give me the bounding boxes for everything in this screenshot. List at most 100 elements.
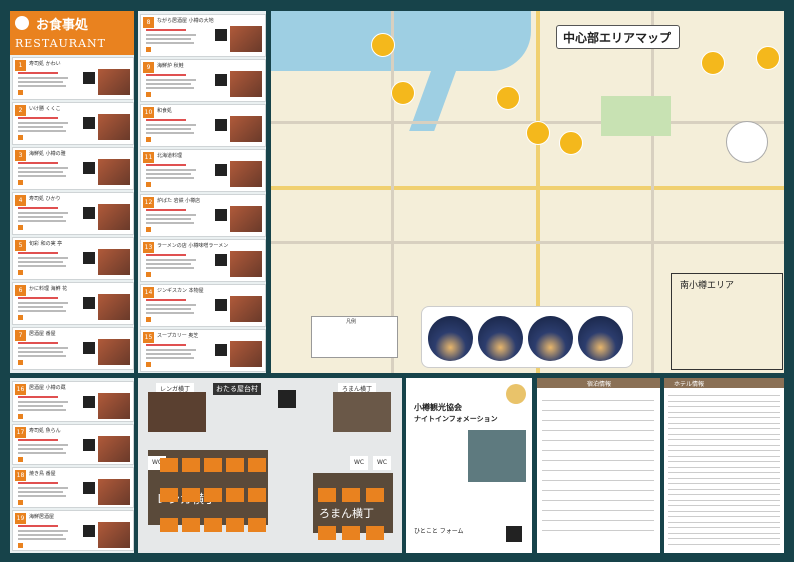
text-line <box>146 128 191 130</box>
stall-cell <box>204 488 222 502</box>
landmark-icon[interactable] <box>559 131 583 155</box>
qr-code-icon[interactable] <box>83 297 95 309</box>
qr-code-icon[interactable] <box>278 390 296 408</box>
table-row <box>668 422 780 424</box>
table-row <box>668 488 780 490</box>
text-line <box>18 252 58 254</box>
stall-cell <box>182 458 200 472</box>
central-area-map[interactable]: 中心部エリアマップ 南小樽エリア 凡例 <box>271 11 784 373</box>
qr-code-icon[interactable] <box>83 72 95 84</box>
stall-cell <box>160 488 178 502</box>
text-line <box>146 87 194 89</box>
qr-code-icon[interactable] <box>83 525 95 537</box>
table-row <box>542 400 654 401</box>
landmark-icon[interactable] <box>756 46 780 70</box>
qr-code-icon[interactable] <box>83 252 95 264</box>
qr-code-icon[interactable] <box>215 29 227 41</box>
text-line <box>146 79 196 81</box>
qr-code-icon[interactable] <box>215 299 227 311</box>
card-title: 旬彩 和の実 亭 <box>29 241 63 247</box>
hotel-table: ホテル情報 <box>664 378 784 553</box>
text-line <box>18 452 66 454</box>
qr-code-icon[interactable] <box>83 439 95 451</box>
card-number: 1 <box>15 60 26 71</box>
text-line <box>18 265 66 267</box>
food-photo <box>98 114 130 140</box>
landmark-icon[interactable] <box>391 81 415 105</box>
landmark-icon[interactable] <box>701 51 725 75</box>
food-photo <box>230 161 262 187</box>
card-number: 7 <box>15 330 26 341</box>
text-line <box>18 538 66 540</box>
table-row <box>668 499 780 501</box>
qr-code-icon[interactable] <box>83 396 95 408</box>
qr-code-icon[interactable] <box>215 254 227 266</box>
card-title: 寿司処 ひかり <box>29 196 61 202</box>
landmark-icon[interactable] <box>526 121 550 145</box>
food-photo <box>98 393 130 419</box>
table-row <box>668 428 780 429</box>
text-line <box>18 117 58 119</box>
food-photo <box>98 479 130 505</box>
text-line <box>146 177 194 179</box>
roman-photo <box>333 392 391 432</box>
qr-code-icon[interactable] <box>83 207 95 219</box>
text-line <box>146 222 194 224</box>
food-photo <box>98 204 130 230</box>
qr-code-icon[interactable] <box>506 526 522 542</box>
text-line <box>18 487 68 489</box>
map-title: 中心部エリアマップ <box>563 31 672 45</box>
text-line <box>146 218 191 220</box>
food-photo <box>230 341 262 367</box>
table-row <box>668 444 780 446</box>
text-line <box>18 167 68 169</box>
qr-code-icon[interactable] <box>83 482 95 494</box>
qr-code-icon[interactable] <box>215 119 227 131</box>
info-icon <box>146 47 151 52</box>
qr-code-icon[interactable] <box>215 209 227 221</box>
wc-box: WC <box>350 456 368 470</box>
text-line <box>146 214 196 216</box>
inset-title: 南小樽エリア <box>680 281 735 291</box>
stall-cell <box>226 488 244 502</box>
text-line <box>146 254 186 256</box>
qr-code-icon[interactable] <box>215 344 227 356</box>
text-line <box>18 220 66 222</box>
qr-code-icon[interactable] <box>83 162 95 174</box>
card-title: 居酒屋 番屋 <box>29 331 56 337</box>
table-row <box>542 480 654 481</box>
qr-code-icon[interactable] <box>83 117 95 129</box>
qr-code-icon[interactable] <box>215 74 227 86</box>
landmark-icon[interactable] <box>371 33 395 57</box>
text-line <box>146 42 194 44</box>
card-number: 19 <box>15 513 26 524</box>
card-title: スープカリー 奥芝 <box>157 333 199 339</box>
qr-code-icon[interactable] <box>83 342 95 354</box>
card-number: 4 <box>15 195 26 206</box>
inset-map[interactable]: 南小樽エリア <box>671 273 783 370</box>
info-icon <box>18 500 23 505</box>
info-icon <box>146 317 151 322</box>
card-title: ジンギスカン 本物屋 <box>157 288 204 294</box>
landmark-icon[interactable] <box>496 86 520 110</box>
qr-code-icon[interactable] <box>215 164 227 176</box>
